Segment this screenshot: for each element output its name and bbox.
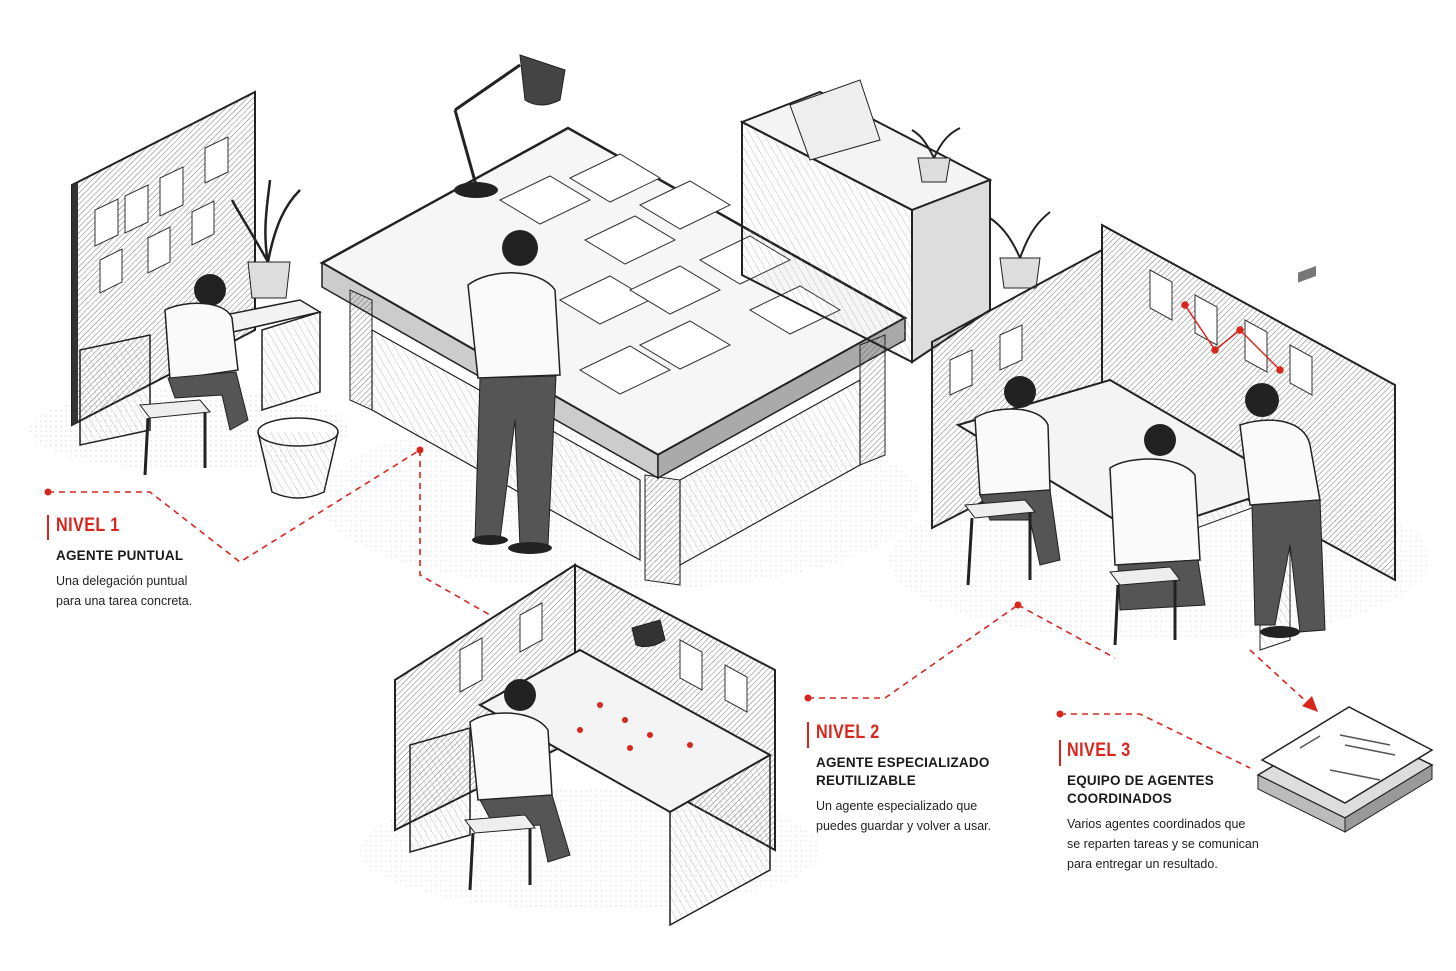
level-2-nivel: NIVEL 2 xyxy=(816,722,880,743)
level-3-nivel: NIVEL 3 xyxy=(1067,740,1131,761)
level-3-desc-line: Varios agentes coordinados que xyxy=(1067,817,1246,831)
connector-nivel-3 xyxy=(1060,713,1251,769)
level-2-label: NIVEL 2 AGENTE ESPECIALIZADO REUTILIZABL… xyxy=(816,722,1056,836)
connector-dot xyxy=(416,446,424,454)
level-2-description: Un agente especializado que puedes guard… xyxy=(816,796,1056,836)
level-2-title-line: AGENTE ESPECIALIZADO xyxy=(816,755,990,770)
level-2-desc-line: puedes guardar y volver a usar. xyxy=(816,819,992,833)
arrowhead-icon xyxy=(1302,696,1318,712)
level-1-label: NIVEL 1 AGENTE PUNTUAL Una delegación pu… xyxy=(56,515,296,611)
connector-dot xyxy=(804,694,812,702)
level-3-label: NIVEL 3 EQUIPO DE AGENTES COORDINADOS Va… xyxy=(1067,740,1307,874)
connector-nivel-2 xyxy=(419,450,491,616)
level-1-nivel: NIVEL 1 xyxy=(56,515,120,536)
document-stack xyxy=(1256,266,1434,833)
level-3-desc-line: para entregar un resultado. xyxy=(1067,857,1218,871)
connector-nivel-2-label xyxy=(808,604,1019,699)
level-3-title-line: EQUIPO DE AGENTES xyxy=(1067,773,1214,788)
level-2-desc-line: Un agente especializado que xyxy=(816,799,978,813)
level-1-description: Una delegación puntual para una tarea co… xyxy=(56,571,296,611)
connector-dot xyxy=(44,488,52,496)
connector-nivel-3-label xyxy=(1017,604,1116,659)
connector-output xyxy=(1249,649,1311,706)
level-2-title: AGENTE ESPECIALIZADO REUTILIZABLE xyxy=(816,754,1056,790)
connector-paths xyxy=(48,449,1311,769)
level-1-desc-line: Una delegación puntual xyxy=(56,574,188,588)
level-1-title-line: AGENTE PUNTUAL xyxy=(56,548,184,563)
level-3-title-line: COORDINADOS xyxy=(1067,791,1172,806)
level-1-title: AGENTE PUNTUAL xyxy=(56,547,296,565)
scene-nivel-2 xyxy=(360,563,820,927)
level-2-title-line: REUTILIZABLE xyxy=(816,773,916,788)
scene-nivel-1 xyxy=(30,90,350,499)
level-3-desc-line: se reparten tareas y se comunican xyxy=(1067,837,1259,851)
level-3-description: Varios agentes coordinados que se repart… xyxy=(1067,814,1307,874)
scene-central-table xyxy=(319,54,920,590)
connector-dot xyxy=(1014,601,1022,609)
connector-nivel-1 xyxy=(48,449,421,563)
level-1-desc-line: para una tarea concreta. xyxy=(56,594,193,608)
level-3-title: EQUIPO DE AGENTES COORDINADOS xyxy=(1067,772,1307,808)
connector-dot xyxy=(1056,710,1064,718)
scene-nivel-3 xyxy=(890,223,1430,651)
scene-shelving xyxy=(739,79,1051,364)
